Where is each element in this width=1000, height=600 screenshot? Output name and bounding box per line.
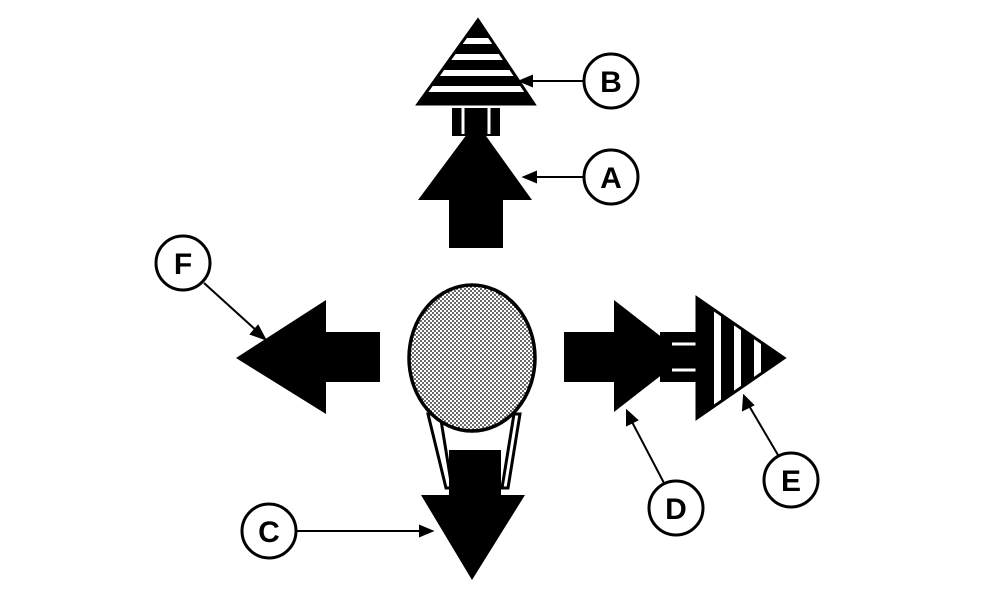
right-arrow xyxy=(564,300,700,412)
callout-d-label: D xyxy=(665,493,687,526)
callout-a: A xyxy=(582,148,640,206)
callout-c: C xyxy=(240,502,298,560)
callout-e: E xyxy=(762,451,820,509)
callout-b-label: B xyxy=(600,66,622,99)
callout-a-label: A xyxy=(600,162,622,195)
down-arrow xyxy=(421,450,525,580)
up-arrow xyxy=(418,104,532,248)
callout-b: B xyxy=(582,52,640,110)
callout-f: F xyxy=(154,234,212,292)
callout-lines xyxy=(203,74,779,538)
callout-e-label: E xyxy=(781,465,801,498)
joystick-knob xyxy=(407,283,537,490)
callout-c-label: C xyxy=(258,516,280,549)
left-arrow xyxy=(236,300,380,414)
right-striped-tip xyxy=(695,295,787,421)
callout-d: D xyxy=(647,479,705,537)
up-striped-tip xyxy=(415,17,537,106)
callout-f-label: F xyxy=(174,248,192,281)
